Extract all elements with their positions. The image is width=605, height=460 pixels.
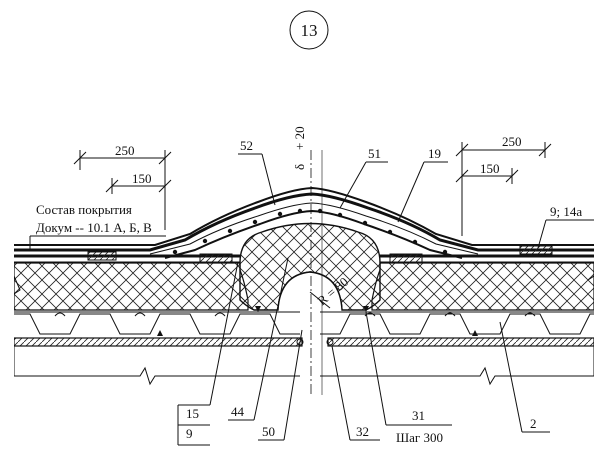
callout-52: 52 bbox=[238, 138, 276, 206]
profiled-steel-deck bbox=[14, 311, 594, 335]
support-arrows bbox=[157, 306, 478, 336]
joint-gap-dimension: δ + 20 bbox=[292, 126, 307, 170]
right-dimension-250: 250 bbox=[455, 134, 552, 236]
right-dimension-150: 150 bbox=[455, 161, 519, 184]
joint-gap-tail: + 20 bbox=[292, 126, 307, 150]
callout-51-label: 51 bbox=[368, 146, 381, 161]
ridge-roofing-layers bbox=[14, 186, 594, 259]
side-clamp-strips bbox=[87, 245, 553, 263]
callout-19-label: 19 bbox=[428, 146, 441, 161]
callout-15-9: 15 9 bbox=[177, 261, 239, 446]
lower-boundary bbox=[14, 346, 594, 386]
composition-label: Состав покрытия Докум -- 10.1 А, Б, В bbox=[29, 202, 166, 250]
callout-32-label: 32 bbox=[356, 424, 369, 439]
callout-19: 19 bbox=[397, 146, 448, 223]
callout-50-label: 50 bbox=[262, 424, 275, 439]
composition-line2: Докум -- 10.1 А, Б, В bbox=[36, 220, 152, 235]
figure-number: 13 bbox=[301, 21, 318, 40]
callout-9-label: 9 bbox=[186, 426, 193, 441]
callout-50: 50 bbox=[258, 329, 303, 441]
callout-2: 2 bbox=[499, 321, 550, 433]
break-marks bbox=[14, 275, 594, 295]
dim-left-150: 150 bbox=[132, 171, 152, 186]
dim-right-250: 250 bbox=[502, 134, 522, 149]
callout-9-14a-label: 9; 14а bbox=[550, 204, 582, 219]
callout-52-label: 52 bbox=[240, 138, 253, 153]
callout-step-label: Шаг 300 bbox=[396, 430, 443, 445]
callout-2-label: 2 bbox=[530, 416, 537, 431]
figure-number-badge: 13 bbox=[289, 10, 329, 50]
joint-gap-symbol: δ bbox=[292, 164, 307, 170]
left-dimension-150: 150 bbox=[105, 171, 172, 194]
callout-31-label: 31 bbox=[412, 408, 425, 423]
steel-beam-flange bbox=[14, 337, 594, 347]
dim-left-250: 250 bbox=[115, 143, 135, 158]
callout-15-label: 15 bbox=[186, 406, 199, 421]
callout-31: 31 Шаг 300 bbox=[365, 311, 452, 445]
callout-51: 51 bbox=[339, 146, 388, 209]
callout-44-label: 44 bbox=[231, 404, 245, 419]
ridge-insulation-core bbox=[239, 222, 381, 311]
composition-line1: Состав покрытия bbox=[36, 202, 132, 217]
callout-44: 44 bbox=[228, 257, 289, 421]
callout-32: 32 bbox=[331, 345, 380, 441]
callout-9-14a: 9; 14а bbox=[537, 204, 594, 249]
left-dimension-250: 250 bbox=[73, 143, 172, 230]
dim-right-150: 150 bbox=[480, 161, 500, 176]
